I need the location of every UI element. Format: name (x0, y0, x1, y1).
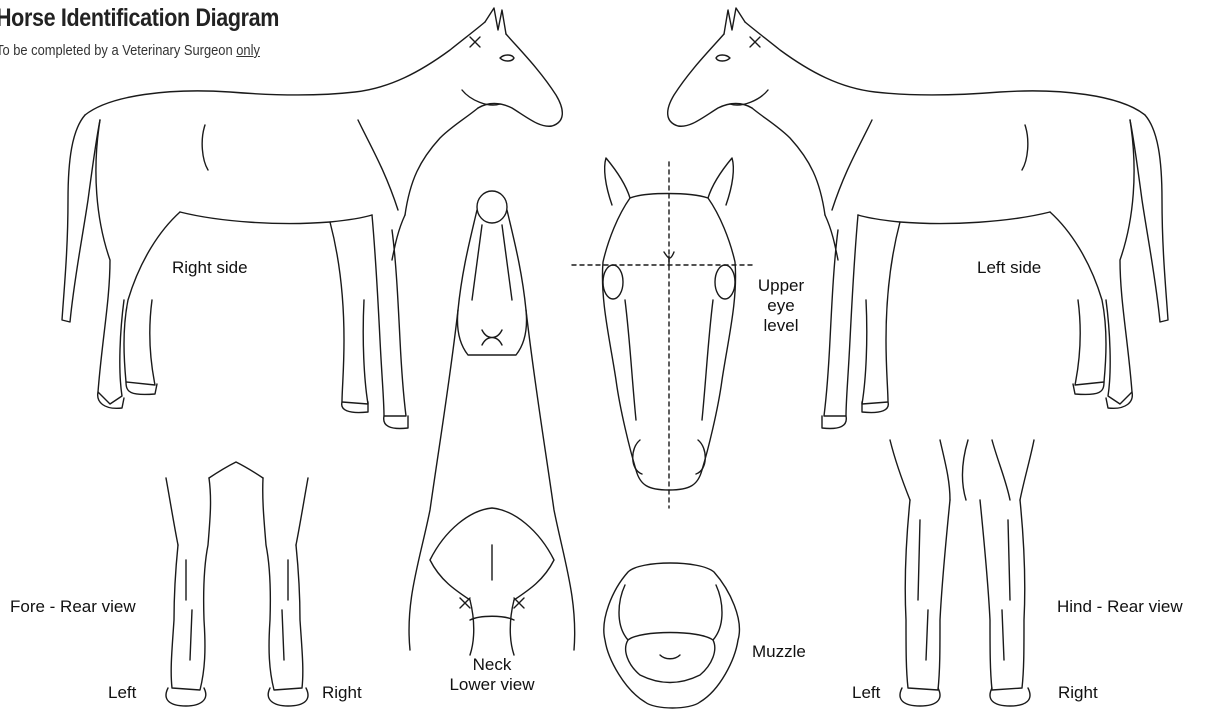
hind-rear-view-legs (890, 440, 1034, 706)
right-horse-tail (62, 115, 100, 322)
right-side-label: Right side (172, 258, 248, 278)
right-horse-throat (405, 108, 478, 215)
right-horse-shoulder (202, 125, 208, 170)
head-left-ear (605, 158, 630, 205)
hind-rear-view-label: Hind - Rear view (1057, 597, 1183, 617)
hind-right-hoof (990, 688, 1030, 706)
neck-marking (482, 330, 502, 345)
right-horse-belly (180, 212, 372, 224)
neck-forelegs (470, 600, 514, 655)
fore-right-hoof (268, 688, 308, 706)
head-right-ear (708, 158, 733, 205)
hind-inner-lines (918, 520, 1010, 660)
right-horse-neck-line (358, 120, 398, 210)
head-left-eye (603, 265, 623, 299)
upper-eye-level-label: Upper eye level (752, 276, 810, 336)
fore-rear-view-legs (166, 462, 308, 706)
right-horse-hooves-fore (342, 402, 408, 429)
upper-eye-level-line-1: Upper (752, 276, 810, 296)
neck-body (409, 310, 575, 650)
right-horse-back (85, 22, 485, 115)
hind-top-outline (890, 440, 1034, 500)
muzzle-label: Muzzle (752, 642, 806, 662)
right-horse-fore-back (330, 222, 368, 404)
neck-label-line-2: Lower view (434, 675, 550, 695)
hind-left-leg (905, 500, 950, 690)
left-side-horse-outline (668, 8, 1168, 429)
head-front-view (572, 158, 752, 508)
neck-label-line-1: Neck (434, 655, 550, 675)
right-horse-hind-back (96, 120, 124, 404)
muzzle-mouth (660, 655, 680, 659)
upper-eye-level-line-2: eye (752, 296, 810, 316)
right-horse-hind-front (124, 212, 180, 385)
fore-right-label: Right (322, 683, 362, 703)
hind-left-label: Left (852, 683, 880, 703)
muzzle-lip (626, 633, 715, 683)
fore-inner-lines (186, 560, 288, 660)
head-right-eye (715, 265, 735, 299)
right-horse-face (478, 34, 562, 126)
fore-top-outline (166, 462, 308, 545)
neck-chin (477, 191, 507, 223)
right-horse-fore-front (372, 215, 406, 416)
fore-left-label: Left (108, 683, 136, 703)
right-side-horse-outline (62, 8, 562, 429)
neck-lower-view-label: Neck Lower view (434, 655, 550, 695)
hind-left-hoof (900, 688, 940, 706)
neck-lower-view (409, 191, 575, 655)
muzzle-nostrils (619, 585, 722, 640)
neck-throat (457, 210, 526, 355)
right-horse-hooves-hind (98, 382, 157, 408)
right-horse-eye (500, 55, 514, 61)
fore-rear-view-label: Fore - Rear view (10, 597, 136, 617)
muzzle-view (604, 563, 740, 708)
fore-right-leg (263, 478, 303, 690)
right-horse-marking-x (470, 37, 480, 47)
hind-right-label: Right (1058, 683, 1098, 703)
hind-right-leg (980, 500, 1025, 690)
fore-left-leg (171, 478, 210, 690)
left-side-label: Left side (977, 258, 1041, 278)
neck-jaw-lines (472, 225, 512, 300)
upper-eye-level-line-3: level (752, 316, 810, 336)
right-horse-ears (485, 8, 506, 34)
fore-left-hoof (166, 688, 206, 706)
